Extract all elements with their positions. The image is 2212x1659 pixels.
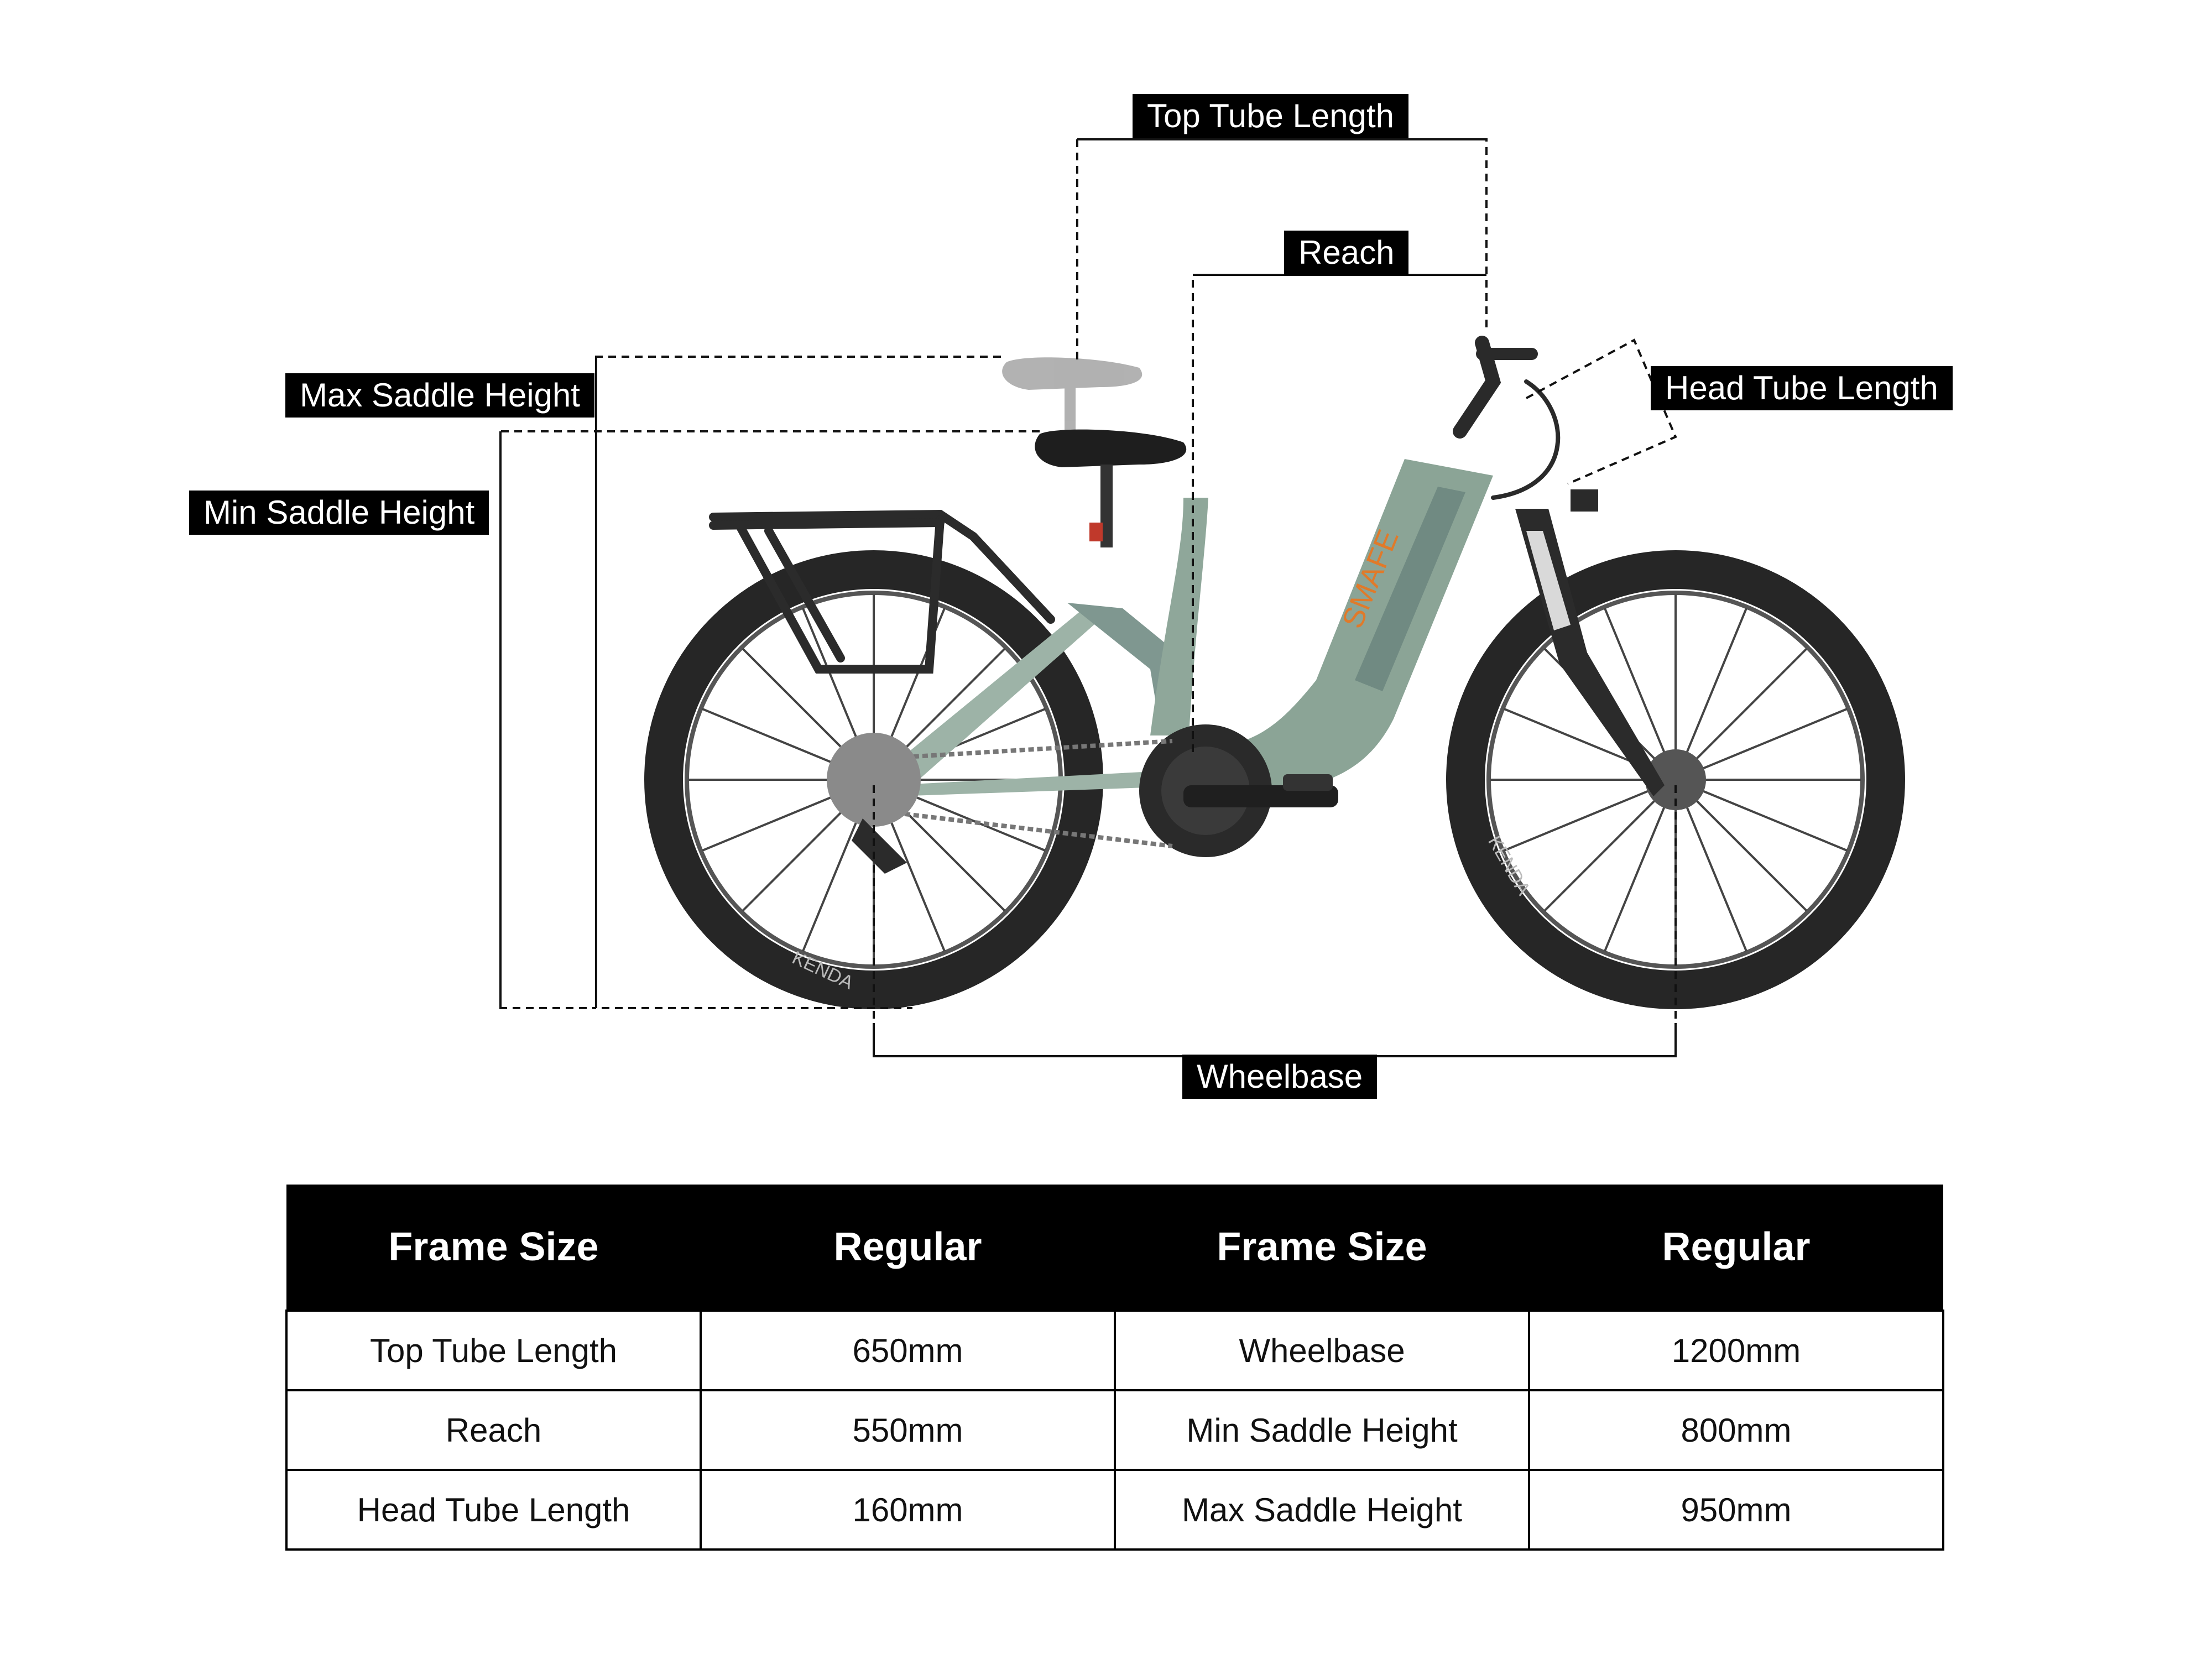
min-saddle [1035,429,1187,547]
front-fork [1515,509,1665,796]
rear-rack [709,509,1055,674]
label-head-tube-length: Head Tube Length [1651,366,1953,410]
table-cell: Reach [285,1389,702,1471]
table-header-frame-size: Frame Size [1115,1185,1529,1311]
table-cell: 950mm [1528,1469,1944,1551]
rear-derailleur [827,733,921,874]
cockpit [1453,336,1598,512]
bike-frame: SMAFE [885,459,1493,796]
label-wheelbase: Wheelbase [1182,1055,1378,1099]
chain [895,739,1173,848]
table-header-regular: Regular [1529,1185,1943,1311]
frame-size-table: Frame Size Regular Frame Size Regular To… [285,1185,1944,1551]
label-min-saddle-height: Min Saddle Height [189,491,489,535]
max-saddle [1002,357,1142,431]
table-cell: Min Saddle Height [1114,1389,1530,1471]
table-cell: 800mm [1528,1389,1944,1471]
table-cell: 550mm [700,1389,1116,1471]
table-cell: 160mm [700,1469,1116,1551]
label-reach: Reach [1284,231,1409,275]
table-cell: Top Tube Length [285,1310,702,1391]
table-cell: Head Tube Length [285,1469,702,1551]
wheelbase-dimension [873,785,1677,1056]
max-saddle-dimension [595,356,1001,1009]
table-cell: Wheelbase [1114,1310,1530,1391]
table-cell: 1200mm [1528,1310,1944,1391]
table-row: Reach 550mm Min Saddle Height 800mm [285,1389,1944,1471]
table-header-regular: Regular [701,1185,1115,1311]
head-tube-dimension [1526,338,1677,485]
label-top-tube-length: Top Tube Length [1133,94,1409,138]
table-row: Top Tube Length 650mm Wheelbase 1200mm [285,1310,1944,1391]
table-header-frame-size: Frame Size [286,1185,701,1311]
table-header-row: Frame Size Regular Frame Size Regular [286,1185,1943,1311]
label-max-saddle-height: Max Saddle Height [285,373,594,418]
top-tube-dimension [1076,138,1488,359]
table-cell: Max Saddle Height [1114,1469,1530,1551]
wheelbase-dimension-bottom [873,1023,1677,1057]
table-row: Head Tube Length 160mm Max Saddle Height… [285,1469,1944,1551]
table-cell: 650mm [700,1310,1116,1391]
front-wheel: KENDA [1446,550,1905,1009]
mid-drive-motor [1139,724,1338,857]
